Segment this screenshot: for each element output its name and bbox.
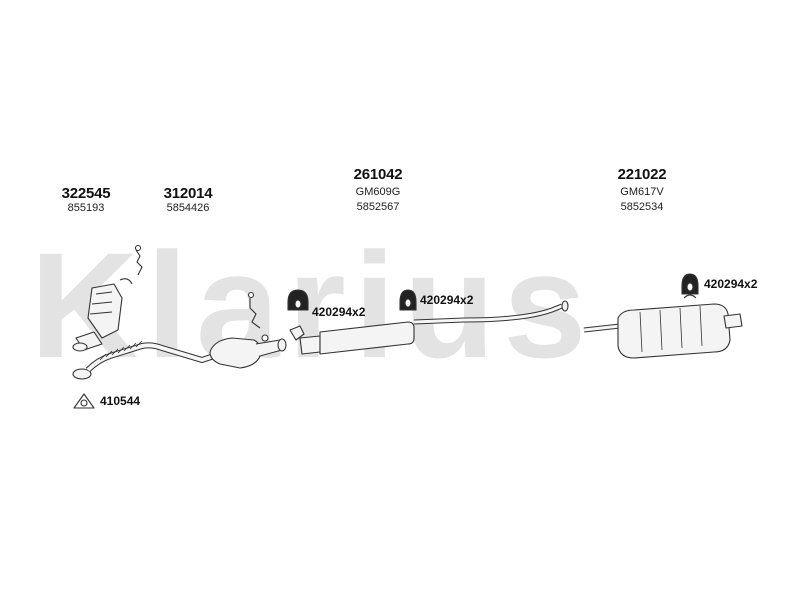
part-ref: 855193 (67, 202, 105, 214)
part-ref: 5854426 (166, 202, 210, 214)
rubber-mount-icon-1 (287, 289, 309, 311)
part-number: 221022 (617, 166, 667, 183)
front-catalyst-part (72, 244, 143, 352)
part-322545: 322545 855193 (36, 185, 136, 214)
part-312014: 312014 5854426 (138, 185, 238, 214)
front-pipe-catalyst-part (72, 291, 287, 380)
part-ref: 5852567 (356, 201, 400, 213)
fitting-label: 410544 (100, 394, 141, 408)
part-code: GM609G (355, 186, 401, 198)
gasket-icon (73, 393, 95, 409)
part-number: 261042 (353, 166, 403, 183)
part-number: 312014 (163, 185, 213, 202)
part-number: 322545 (61, 185, 111, 202)
middle-silencer-part (289, 300, 569, 355)
part-ref: 5852534 (620, 201, 664, 213)
rubber-mount-icon-3 (681, 273, 699, 295)
fitting-label: 420294x2 (312, 305, 366, 319)
rear-silencer-part (583, 294, 743, 359)
fitting-label: 420294x2 (420, 293, 474, 307)
part-261042: 261042 GM609G 5852567 (328, 166, 428, 213)
fitting-label: 420294x2 (704, 277, 758, 291)
part-221022: 221022 GM617V 5852534 (592, 166, 692, 213)
rubber-mount-icon-2 (399, 289, 417, 311)
part-code: GM617V (620, 186, 664, 198)
